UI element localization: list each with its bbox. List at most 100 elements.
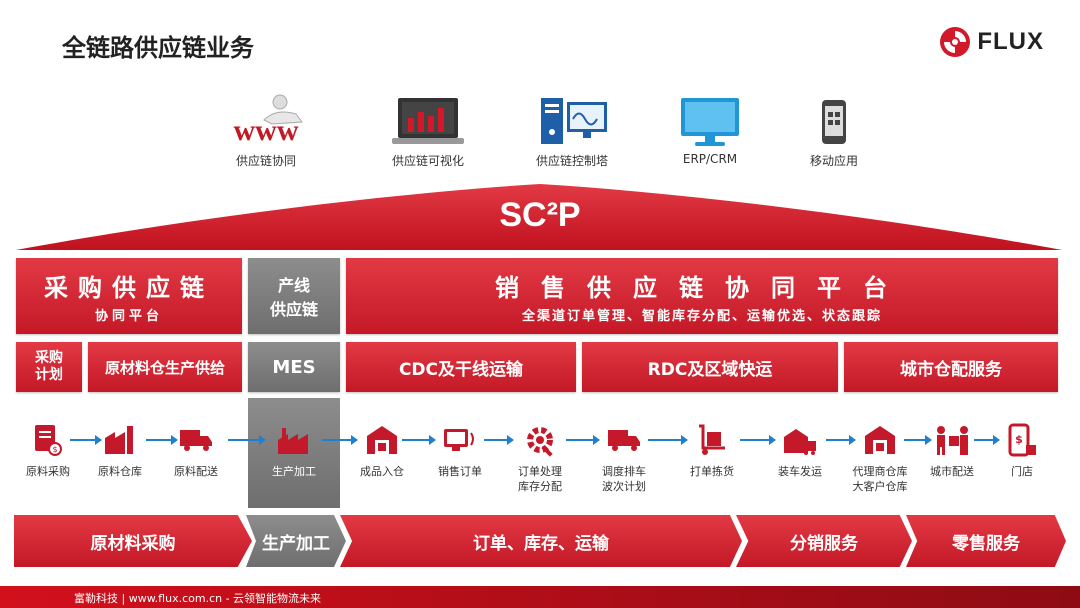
monitor-icon	[650, 92, 770, 148]
footer-text: 富勒科技 | www.flux.com.cn - 云领智能物流未来	[74, 592, 322, 605]
step-sales-order[interactable]: 销售订单	[420, 420, 500, 479]
step-label: 成品入仓	[360, 465, 404, 478]
hand-truck-icon	[672, 420, 752, 460]
www-icon: www	[206, 92, 326, 148]
step-order-processing[interactable]: 订单处理库存分配	[500, 420, 580, 494]
step-label-2: 大客户仓库	[852, 480, 908, 493]
app-label: 供应链可视化	[391, 154, 464, 168]
app-collaboration[interactable]: www 供应链协同	[206, 92, 326, 169]
flow-arrow	[146, 435, 178, 445]
dispatch-truck-icon	[584, 420, 664, 460]
stage-production[interactable]: 生产加工	[246, 515, 346, 567]
rdc-module[interactable]: RDC及区域快运	[582, 342, 838, 392]
loading-dock-icon	[760, 420, 840, 460]
step-label: 原料采购	[26, 465, 70, 478]
delivery-truck-icon	[156, 420, 236, 460]
step-label: 订单处理	[518, 465, 562, 478]
agent-warehouse-icon	[840, 420, 920, 460]
step-agent-warehouse[interactable]: 代理商仓库大客户仓库	[840, 420, 920, 494]
procurement-plan-line1: 采购	[35, 350, 63, 366]
stage-distribution[interactable]: 分销服务	[736, 515, 912, 567]
flow-arrow	[402, 435, 436, 445]
step-label: 门店	[1011, 465, 1033, 478]
stage-raw-procurement[interactable]: 原材料采购	[14, 515, 252, 567]
app-erp-crm[interactable]: ERP/CRM	[650, 92, 770, 166]
step-picking[interactable]: 打单拣货	[672, 420, 752, 479]
procurement-subtitle: 协同平台	[94, 309, 163, 324]
step-raw-delivery[interactable]: 原料配送	[156, 420, 236, 479]
step-label: 装车发运	[778, 465, 822, 478]
step-loading[interactable]: 装车发运	[760, 420, 840, 479]
flux-logo: FLUX	[939, 26, 1044, 58]
app-label: 供应链协同	[235, 154, 296, 168]
step-label: 打单拣货	[690, 465, 734, 478]
production-title-line2: 供应链	[269, 300, 318, 319]
svg-text:$: $	[1015, 433, 1023, 446]
procurement-plan-module[interactable]: 采购 计划	[16, 342, 82, 392]
step-dispatch[interactable]: 调度排车波次计划	[584, 420, 664, 494]
flow-arrow	[826, 435, 856, 445]
bar-chart-monitor-icon	[368, 92, 488, 148]
step-raw-purchase[interactable]: $ 原料采购	[8, 420, 88, 479]
raw-supply-module[interactable]: 原材料仓生产供给	[88, 342, 242, 392]
production-title-line1: 产线	[277, 276, 310, 295]
flow-arrow	[322, 435, 358, 445]
server-monitor-icon	[512, 92, 632, 148]
production-platform[interactable]: 产线 供应链	[248, 258, 340, 334]
step-city-delivery[interactable]: 城市配送	[912, 420, 992, 479]
sales-platform[interactable]: 销售供应链协同平台 全渠道订单管理、智能库存分配、运输优选、状态跟踪	[346, 258, 1058, 334]
step-label: 原料仓库	[98, 465, 142, 478]
sc2p-roof	[16, 184, 1062, 250]
cdc-module[interactable]: CDC及干线运输	[346, 342, 576, 392]
app-control-tower[interactable]: 供应链控制塔	[512, 92, 632, 169]
flow-arrow	[904, 435, 932, 445]
step-finished-goods[interactable]: 成品入仓	[342, 420, 422, 479]
step-label-2: 波次计划	[602, 480, 646, 493]
factory-icon	[254, 420, 334, 460]
flow-arrow	[70, 435, 102, 445]
city-module[interactable]: 城市仓配服务	[844, 342, 1058, 392]
app-mobile[interactable]: 移动应用	[774, 92, 894, 169]
step-store[interactable]: $ 门店	[982, 420, 1062, 479]
roof-label: SC²P	[499, 196, 581, 234]
step-label: 销售订单	[438, 465, 482, 478]
flow-arrow	[648, 435, 688, 445]
flow-arrow	[740, 435, 776, 445]
purchase-document-icon: $	[8, 420, 88, 460]
step-label: 调度排车	[602, 465, 646, 478]
factory-warehouse-icon	[80, 420, 160, 460]
store-phone-icon: $	[982, 420, 1062, 460]
flow-arrow	[566, 435, 600, 445]
procurement-plan-line2: 计划	[35, 367, 63, 383]
step-label: 城市配送	[930, 465, 974, 478]
brand-name: FLUX	[977, 28, 1044, 55]
stage-retail[interactable]: 零售服务	[906, 515, 1066, 567]
footer-bar: 富勒科技 | www.flux.com.cn - 云领智能物流未来	[0, 586, 1080, 608]
sales-title: 销售供应链协同平台	[495, 274, 909, 302]
flow-arrow	[974, 435, 1000, 445]
procurement-title: 采购供应链	[44, 274, 214, 302]
flux-swirl-icon	[940, 27, 971, 57]
flow-arrow	[228, 435, 266, 445]
step-production[interactable]: 生产加工	[254, 420, 334, 479]
stage-order-inventory-transport[interactable]: 订单、库存、运输	[340, 515, 742, 567]
mobile-phone-icon	[774, 92, 894, 148]
step-label: 生产加工	[272, 465, 316, 478]
svg-text:$: $	[52, 445, 57, 454]
app-label: 移动应用	[809, 154, 858, 168]
step-raw-warehouse[interactable]: 原料仓库	[80, 420, 160, 479]
app-label: ERP/CRM	[682, 152, 738, 166]
app-label: 供应链控制塔	[535, 154, 608, 168]
step-label: 代理商仓库	[852, 465, 908, 478]
app-visualization[interactable]: 供应链可视化	[368, 92, 488, 169]
page-title: 全链路供应链业务	[62, 34, 254, 62]
step-label: 原料配送	[174, 465, 218, 478]
gear-wrench-icon	[500, 420, 580, 460]
procurement-platform[interactable]: 采购供应链 协同平台	[16, 258, 242, 334]
mes-module[interactable]: MES	[248, 342, 340, 392]
flow-arrow	[484, 435, 514, 445]
warehouse-icon	[342, 420, 422, 460]
step-label-2: 库存分配	[518, 480, 562, 493]
order-monitor-icon	[420, 420, 500, 460]
sales-subtitle: 全渠道订单管理、智能库存分配、运输优选、状态跟踪	[521, 309, 882, 324]
